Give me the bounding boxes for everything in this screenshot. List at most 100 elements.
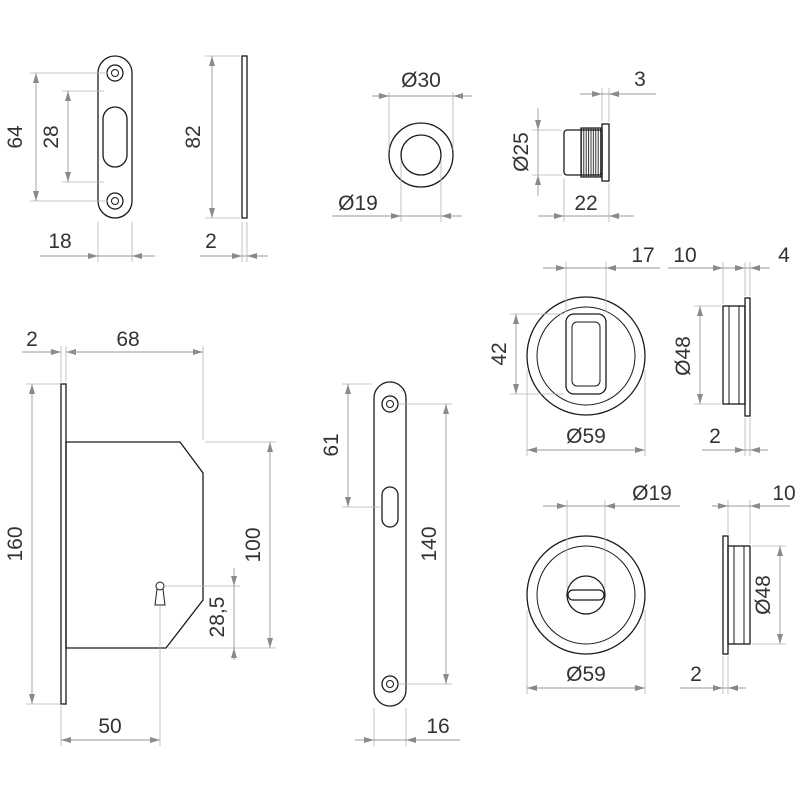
strike-screw-top: [106, 64, 124, 82]
dim-text-lock-height: 160: [4, 526, 27, 561]
dim-text-pull-side-flange: 4: [778, 244, 790, 267]
dim-privacy-outer: Ø59: [526, 610, 646, 694]
dim-knob-outer: Ø30: [372, 69, 472, 150]
dim-lock-width: 68: [66, 328, 204, 440]
dim-knob-side-flange: 3: [580, 68, 656, 122]
knob-knurled-grip: [580, 127, 603, 178]
dim-text-pull-side-dia: Ø48: [672, 336, 695, 376]
lock-faceplate: [60, 383, 67, 705]
dim-privacy-side-dia: Ø48: [752, 545, 786, 645]
dim-privacy-side-thk: 2: [680, 656, 746, 694]
dim-text-privacy-outer: Ø59: [566, 663, 606, 686]
dim-text-faceplate-width: 16: [426, 715, 449, 738]
dim-text-privacy-side-thk: 2: [690, 663, 702, 686]
pull-outer-ring: [526, 296, 646, 416]
privacy-outer-ring: [526, 535, 646, 655]
strike-slot: [102, 106, 128, 168]
privacy-turn-front: Ø19 Ø59: [526, 482, 680, 694]
dim-text-pull-side-thk: 2: [709, 425, 721, 448]
dim-pull-side-depth: 10: [668, 244, 745, 304]
dim-text-lock-width: 68: [116, 328, 139, 351]
dim-pull-side-thk: 2: [702, 418, 768, 456]
lock-case: [65, 441, 204, 649]
finger-pull-inner: [400, 134, 442, 176]
dim-text-strike-height: 64: [4, 125, 27, 149]
dim-text-pull-outer: Ø59: [566, 425, 606, 448]
dim-side-thickness: 2: [200, 222, 268, 262]
privacy-turn-bar: [567, 589, 605, 601]
faceplate-slot: [381, 486, 399, 528]
dim-text-faceplate-upper: 61: [320, 433, 343, 456]
strike-plate-side: 82 2: [182, 55, 268, 262]
dim-faceplate-length: 140: [398, 403, 452, 685]
privacy-side-cup: [727, 545, 751, 645]
dim-pull-side-flange: 4: [744, 244, 790, 296]
dim-text-privacy-side-depth: 10: [772, 482, 795, 505]
finger-pull-side: Ø25 3 22: [510, 68, 656, 222]
privacy-turn-side: 10 Ø48 2: [680, 482, 796, 694]
dim-text-pull-side-depth: 10: [673, 244, 696, 267]
dim-knob-inner: Ø19: [332, 160, 462, 222]
strike-plate-outline: [97, 55, 133, 219]
faceplate-screw-bottom: [381, 675, 399, 693]
dim-side-height: 82: [182, 55, 240, 219]
recessed-pull-side: 10 4 Ø48 2: [668, 244, 790, 456]
knob-side-flange: [601, 123, 610, 182]
dim-text-knob-side-flange: 3: [634, 68, 646, 91]
dim-text-knob-side-len: 22: [574, 192, 597, 215]
dim-text-strike-slot: 28: [40, 125, 63, 148]
dim-lock-keyhole: 28,5: [164, 568, 240, 660]
dim-text-pull-slot-height: 42: [488, 342, 511, 365]
finger-pull-front: Ø30 Ø19: [332, 69, 472, 222]
dim-privacy-side-depth: 10: [712, 482, 796, 544]
faceplate-screw-top: [381, 395, 399, 413]
dim-lock-backset: 50: [60, 606, 161, 746]
mortise-lock-body: 2 68 160 100 28,5: [4, 328, 276, 746]
dim-pull-side-dia: Ø48: [672, 305, 721, 405]
pull-slot-inner: [571, 321, 601, 387]
dim-text-lock-faceplate-thk: 2: [26, 328, 38, 351]
finger-pull-outer: [388, 122, 454, 188]
pull-slot-outer: [565, 313, 607, 395]
recessed-pull-front: 17 42 Ø59: [488, 244, 660, 456]
dim-pull-outer: Ø59: [526, 370, 646, 456]
dim-faceplate-width: 16: [355, 708, 460, 746]
dim-knob-side-dia: Ø25: [510, 108, 562, 196]
strike-plate-front: 64 28 18: [4, 55, 155, 262]
pull-side-cup: [722, 305, 746, 405]
dim-text-knob-inner: Ø19: [338, 192, 378, 215]
dim-strike-slot: 28: [40, 90, 104, 183]
dim-pull-slot-width: 17: [543, 244, 660, 312]
dim-text-privacy-turn: Ø19: [632, 482, 672, 505]
dim-knob-side-len: 22: [538, 178, 634, 222]
dim-text-knob-side-dia: Ø25: [510, 132, 533, 172]
dim-text-lock-body-height: 100: [242, 527, 265, 562]
faceplate-outline: [373, 381, 407, 707]
dim-strike-width: 18: [40, 222, 155, 262]
dim-text-side-thickness: 2: [205, 230, 217, 253]
pull-inner-ring: [536, 306, 636, 406]
privacy-turn-knob: [566, 575, 606, 615]
dim-text-privacy-side-dia: Ø48: [752, 575, 775, 615]
dim-faceplate-upper: 61: [320, 383, 382, 508]
dim-text-strike-width: 18: [48, 230, 71, 253]
dim-lock-body-height: 100: [168, 441, 276, 649]
dim-strike-height: 64: [4, 72, 108, 202]
dim-text-pull-slot-width: 17: [631, 244, 654, 267]
dim-text-lock-keyhole: 28,5: [206, 597, 229, 638]
privacy-side-flange: [722, 535, 729, 655]
dim-text-knob-outer: Ø30: [401, 69, 441, 92]
dim-text-lock-backset: 50: [98, 715, 121, 738]
dim-lock-height: 160: [4, 383, 60, 705]
dim-privacy-turn: Ø19: [543, 482, 680, 588]
lock-keyhole: [154, 581, 166, 606]
privacy-inner-ring: [536, 545, 636, 645]
dim-text-faceplate-length: 140: [418, 526, 441, 561]
long-faceplate: 61 140 16: [320, 381, 460, 746]
dim-pull-slot-height: 42: [488, 313, 564, 395]
dim-text-side-height: 82: [182, 125, 205, 148]
dim-lock-faceplate-thk: 2: [22, 328, 76, 382]
pull-side-flange: [744, 297, 751, 417]
strike-side-outline: [241, 55, 248, 219]
